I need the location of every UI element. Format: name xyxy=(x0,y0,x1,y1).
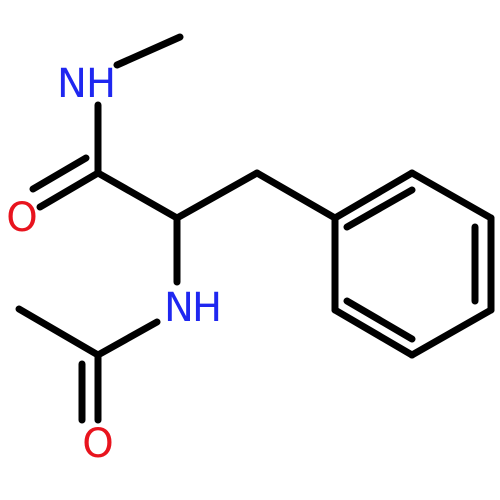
bond-ring-5 xyxy=(331,306,416,359)
atom-amide-o: O xyxy=(6,195,37,241)
atom-labels: N H O N H O xyxy=(6,61,222,467)
bond-amide-c-o-2 xyxy=(29,154,90,193)
atom-acetyl-h-letter: H xyxy=(192,285,222,331)
atom-amide-n-letter: N xyxy=(57,61,87,107)
atom-amide-nh: N H xyxy=(57,61,116,107)
atom-acetyl-nh: N H xyxy=(164,285,222,331)
bond-ring-inner-3 xyxy=(343,297,416,343)
bond-alpha-ch2 xyxy=(173,169,261,222)
bond-ch2-ring xyxy=(253,169,339,222)
atom-acetyl-o: O xyxy=(82,421,113,467)
bond-ring-1 xyxy=(331,169,416,222)
bond-ring-2 xyxy=(408,169,495,222)
bond-acetyl-methyl xyxy=(15,305,102,359)
bond-carbonyl-alpha xyxy=(94,169,181,222)
atom-acetyl-n-letter: N xyxy=(164,285,194,331)
bond-ring-inner-1 xyxy=(343,186,416,231)
bonds xyxy=(15,33,495,424)
bond-n-methyl xyxy=(113,33,184,69)
bond-n-acetyl-carbonyl xyxy=(94,318,161,359)
atom-amide-h-letter: H xyxy=(86,61,116,107)
bond-amide-c-o-1 xyxy=(36,169,102,211)
bond-ring-4 xyxy=(408,306,495,359)
